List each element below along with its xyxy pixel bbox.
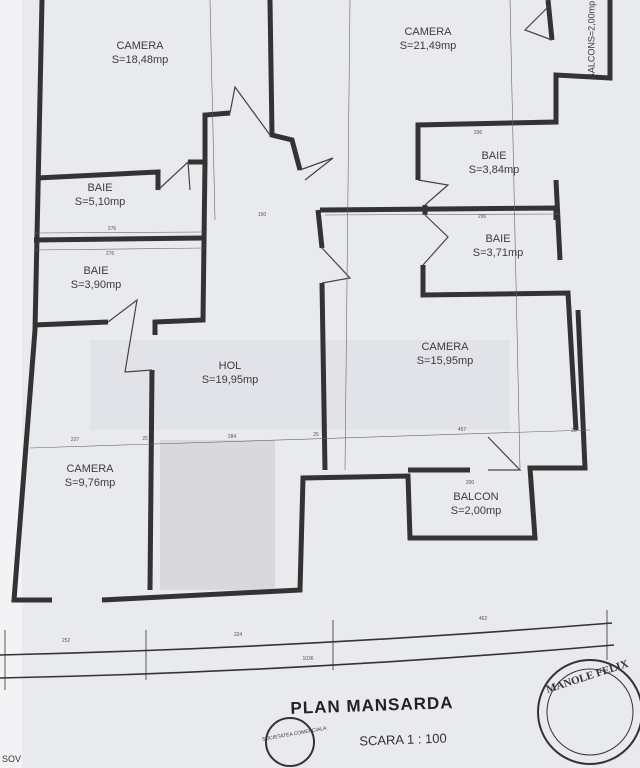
dim-bottom-total: 1036 — [302, 656, 314, 662]
dim-bottom-2: 324 — [233, 632, 243, 638]
dim-interior: 276 — [107, 226, 117, 232]
dim-interior: 25 — [313, 432, 319, 438]
dimension-lines — [29, 0, 591, 471]
room-balcon-1: BALCONS=2,00mp — [586, 0, 597, 80]
dim-interior: 296 — [473, 130, 483, 136]
door-swings — [107, 4, 553, 471]
watermark — [90, 340, 510, 430]
dim-interior: 25 — [142, 436, 148, 442]
dim-bottom-3: 462 — [478, 616, 488, 622]
hol-shaded-area — [160, 440, 275, 590]
dim-interior: 276 — [105, 251, 115, 257]
dim-interior: 227 — [70, 437, 80, 443]
dim-interior: 296 — [477, 214, 487, 220]
stamp-left-text: SOV — [2, 754, 21, 764]
stamp-right — [537, 659, 640, 765]
plan-scale: SCARA 1 : 100 — [359, 730, 447, 749]
stamp-center — [265, 717, 315, 767]
dim-bottom-1: 252 — [61, 638, 71, 644]
dim-interior: 284 — [227, 434, 237, 440]
dim-interior: 25 — [571, 428, 577, 434]
dim-interior: 200 — [465, 480, 475, 486]
dim-interior: 457 — [457, 427, 467, 433]
bottom-dimension-chain — [0, 610, 615, 690]
dim-interior: 160 — [257, 212, 267, 218]
walls — [11, 0, 613, 603]
